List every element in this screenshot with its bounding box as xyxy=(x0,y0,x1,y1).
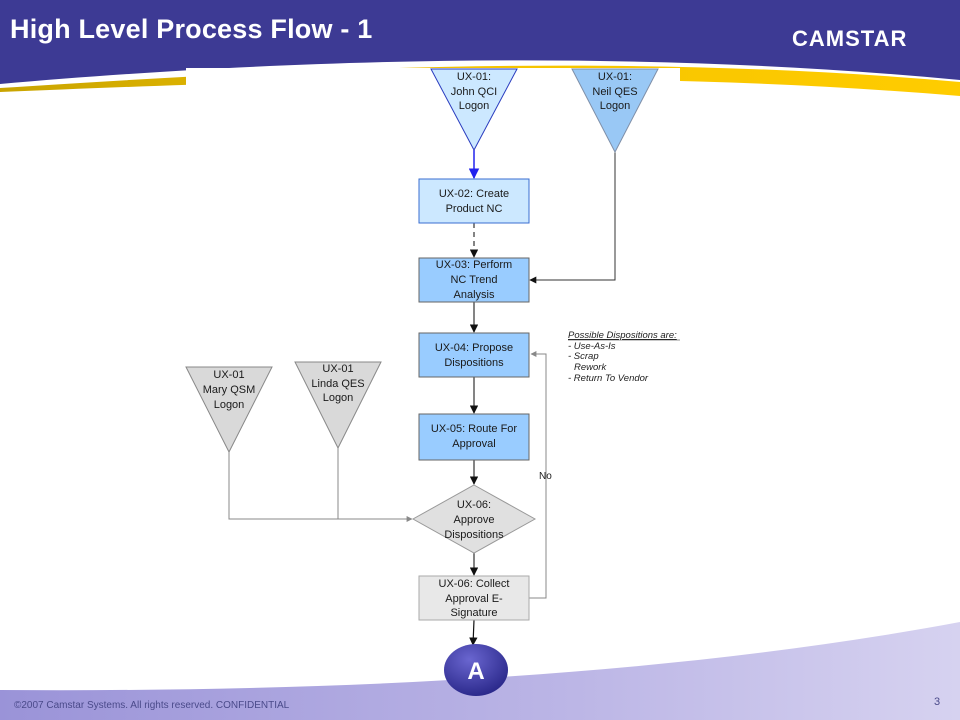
node-label-line: Dispositions xyxy=(444,529,504,541)
process-box xyxy=(418,257,530,303)
offpage-connector-a[interactable]: A xyxy=(444,644,508,696)
note-heading: Possible Dispositions are: xyxy=(568,330,677,341)
node-label-line: Linda QES xyxy=(311,378,364,390)
node-label-line: Logon xyxy=(459,100,490,112)
note-item: - Scrap xyxy=(568,351,599,362)
node-label-line: Approval E- xyxy=(445,593,503,605)
edge-neil-to-ux03 xyxy=(529,152,616,284)
edge-label-no: No xyxy=(539,471,552,482)
edge-ux06b-to-ux04-no xyxy=(529,351,547,599)
node-label-line: UX-04: Propose xyxy=(435,342,513,354)
node-label-line: Product NC xyxy=(446,203,503,215)
node-label-line: Logon xyxy=(214,399,245,411)
start-triangle-shape xyxy=(185,366,273,454)
node-label-line: UX-03: Perform xyxy=(436,259,512,271)
node-label-line: Analysis xyxy=(454,289,495,301)
content-area xyxy=(186,68,680,88)
node-neil-logon[interactable]: UX-01: Neil QES Logon xyxy=(571,68,659,154)
node-label-line: UX-06: xyxy=(457,499,491,511)
node-label-line: Logon xyxy=(323,392,354,404)
note-item: - Return To Vendor xyxy=(568,373,649,384)
note-item: - Use-As-Is xyxy=(568,341,616,352)
start-triangle-shape xyxy=(294,361,382,450)
node-label-line: Approval xyxy=(452,438,495,450)
node-label-line: Neil QES xyxy=(592,86,637,98)
process-box xyxy=(418,178,530,224)
node-label-line: NC Trend xyxy=(450,274,497,286)
node-label-line: UX-02: Create xyxy=(439,188,509,200)
node-label-line: Dispositions xyxy=(444,357,504,369)
start-triangle-shape xyxy=(571,68,659,154)
node-label-line: UX-05: Route For xyxy=(431,423,518,435)
process-box xyxy=(418,332,530,378)
slide-title: High Level Process Flow - 1 xyxy=(10,14,373,44)
node-label-line: UX-01: xyxy=(457,71,491,83)
connector-ellipse xyxy=(444,644,508,696)
node-label-line: UX-01: xyxy=(598,71,632,83)
edges xyxy=(228,150,616,646)
node-label-line: UX-01 xyxy=(213,369,244,381)
node-label-line: UX-01 xyxy=(322,363,353,375)
node-label-line: John QCI xyxy=(451,86,497,98)
dispositions-note: Possible Dispositions are: - Use-As-Is -… xyxy=(568,330,680,384)
edge-mary-to-ux06a xyxy=(228,452,413,522)
decision-diamond xyxy=(411,484,537,554)
process-box xyxy=(418,575,530,621)
connector-label: A xyxy=(467,658,484,685)
footer-copyright: ©2007 Camstar Systems. All rights reserv… xyxy=(14,700,290,711)
node-label-line: Signature xyxy=(450,607,497,619)
node-label-line: Logon xyxy=(600,100,631,112)
node-label-line: Approve xyxy=(454,514,495,526)
note-item: Rework xyxy=(574,362,607,373)
edge-ux06b-to-connector xyxy=(469,619,478,646)
node-john-logon[interactable]: UX-01: John QCI Logon xyxy=(430,68,518,152)
camstar-logo: CAMSTAR xyxy=(792,26,908,51)
header-accent-swoosh xyxy=(0,65,960,96)
process-box xyxy=(418,413,530,461)
page-number: 3 xyxy=(934,696,941,708)
header-band xyxy=(0,0,960,84)
footer-band xyxy=(0,622,960,720)
node-label-line: Mary QSM xyxy=(203,384,256,396)
node-label-line: UX-06: Collect xyxy=(439,578,510,590)
start-triangle-shape xyxy=(430,68,518,152)
